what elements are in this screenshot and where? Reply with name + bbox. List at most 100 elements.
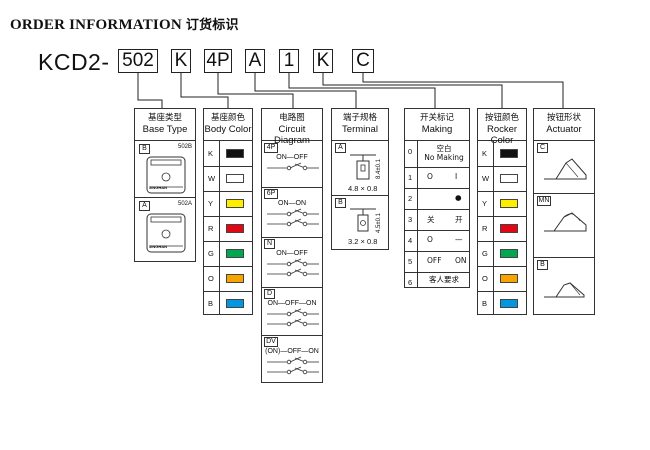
rocker-color-swatch: [500, 224, 518, 233]
body-color-code: B: [208, 299, 214, 308]
making-code: 4: [408, 236, 413, 245]
making-text: 客人要求: [429, 275, 459, 284]
circuit-label: ON—OFF: [276, 250, 308, 257]
circuit-code: DV: [264, 337, 278, 347]
body-color-code: W: [208, 174, 216, 183]
rocker-color-swatch: [500, 299, 518, 308]
terminal-b-side: 4.5±0.1: [376, 213, 382, 233]
actuator-code-b: B: [537, 260, 548, 270]
making-left: 关: [427, 215, 435, 224]
terminal-b-dim: 3.2 × 0.8: [348, 237, 378, 246]
model-prefix: KCD2-: [38, 49, 110, 75]
code-segment-circuit: 4P: [204, 49, 232, 73]
body-color-code: Y: [208, 199, 214, 208]
body-color-swatch: [226, 174, 244, 183]
actuator-code-c: C: [537, 143, 548, 153]
making-right: ●: [455, 193, 462, 202]
rocker-color-swatch: [500, 174, 518, 183]
body-color-swatch: [226, 274, 244, 283]
making-left: O: [427, 235, 433, 244]
body-color-swatch: [226, 299, 244, 308]
rocker-color-code: K: [482, 149, 488, 158]
base-502a-drawing: [146, 213, 186, 253]
circuit-schematic: [267, 208, 319, 227]
circuit-header: 电路图 Circuit Diagram: [262, 109, 322, 146]
circuit-label: (ON)—OFF—ON: [265, 348, 319, 355]
making-right: ON: [455, 256, 467, 265]
body-color-swatch: [226, 149, 244, 158]
actuator-code-mn: MN: [537, 196, 551, 206]
rocker-color-swatch: [500, 249, 518, 258]
title-en: ORDER INFORMATION: [10, 17, 182, 33]
rocker-color-swatch: [500, 149, 518, 158]
body-color-header: 基座颜色 Body Color: [204, 109, 252, 141]
circuit-code: N: [264, 239, 275, 249]
rocker-color-code: G: [482, 249, 488, 258]
making-code: 0: [408, 147, 413, 156]
terminal-a-drawing: [350, 154, 376, 180]
rocker-color-code: R: [482, 224, 488, 233]
base-type-panel: 基座类型 Base Type B 502B JINGHAN A 502A JIN…: [134, 108, 196, 262]
making-code: 1: [408, 173, 413, 182]
circuit-label: ON—ON: [278, 200, 306, 207]
circuit-schematic: [267, 162, 319, 171]
body-color-code: O: [208, 274, 214, 283]
making-left: OFF: [427, 256, 442, 265]
actuator-header: 按钮形状 Actuator: [534, 109, 594, 141]
code-segment-actuator: C: [352, 49, 374, 73]
body-color-code: R: [208, 224, 214, 233]
body-color-swatch: [226, 199, 244, 208]
terminal-b-drawing: [350, 208, 376, 232]
terminal-a-side: 8.4±0.1: [376, 159, 382, 179]
base-type-sub-b: 502B: [177, 144, 192, 150]
making-code: 2: [408, 194, 413, 203]
terminal-panel: 端子规格 Terminal A 8.4±0.1 4.8 × 0.8 B 4.5±…: [331, 108, 389, 250]
circuit-schematic: [267, 308, 319, 327]
rocker-color-header: 按钮颜色 Rocker Color: [478, 109, 526, 146]
body-color-code: G: [208, 249, 214, 258]
making-code: 5: [408, 257, 413, 266]
code-segment-terminal: A: [245, 49, 265, 73]
rocker-color-code: B: [482, 299, 488, 308]
terminal-a-dim: 4.8 × 0.8: [348, 184, 378, 193]
base-type-sub-a: 502A: [177, 201, 192, 207]
making-code: 6: [408, 278, 413, 287]
body-color-code: K: [208, 149, 214, 158]
circuit-schematic: [267, 258, 319, 277]
circuit-code: D: [264, 289, 275, 299]
code-segment-body-color: K: [171, 49, 191, 73]
code-segment-base: 502: [118, 49, 158, 73]
circuit-label: ON—OFF—ON: [267, 300, 317, 307]
code-segment-rocker-color: K: [313, 49, 333, 73]
base-type-header: 基座类型 Base Type: [135, 109, 195, 141]
body-color-swatch: [226, 249, 244, 258]
body-color-swatch: [226, 224, 244, 233]
making-right: —: [455, 235, 463, 244]
making-left: O: [427, 172, 433, 181]
terminal-code-b: B: [335, 198, 346, 208]
rocker-color-code: O: [482, 274, 488, 283]
base-brand-b: JINGHAN: [149, 185, 168, 190]
rocker-color-swatch: [500, 199, 518, 208]
circuit-code: 6P: [264, 189, 278, 199]
base-brand-a: JINGHAN: [149, 244, 168, 249]
making-header: 开关标记 Making: [405, 109, 469, 141]
circuit-schematic: [267, 356, 319, 375]
actuator-b-drawing: [544, 282, 585, 298]
rocker-color-code: W: [482, 174, 490, 183]
making-right: I: [455, 172, 458, 181]
actuator-c-drawing: [544, 158, 587, 180]
actuator-mn-drawing: [544, 212, 587, 232]
making-code: 3: [408, 215, 413, 224]
title-cn: 订货标识: [185, 18, 239, 33]
circuit-label: ON—OFF: [276, 154, 308, 161]
circuit-code: 4P: [264, 143, 278, 153]
base-502b-drawing: [146, 156, 186, 194]
terminal-code-a: A: [335, 143, 346, 153]
